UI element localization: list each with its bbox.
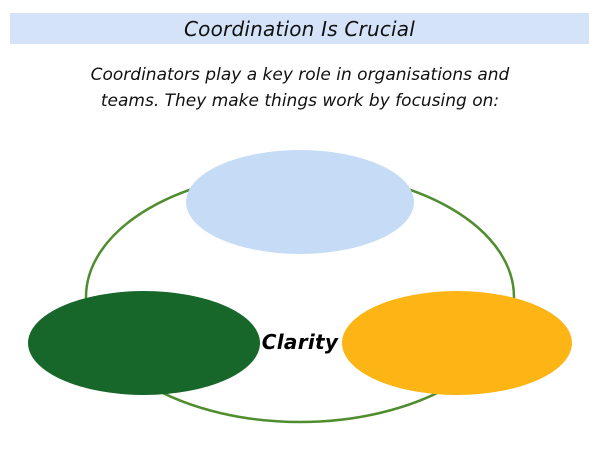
node-ellipse-concrete-results (28, 291, 260, 395)
node-ellipse-coordination (342, 291, 572, 395)
diagram-canvas (28, 150, 572, 424)
page-title: Coordination Is Crucial (183, 16, 416, 41)
node-ellipse-clarity (186, 150, 414, 254)
intro-line-2: teams. They make things work by focusing… (100, 91, 500, 111)
intro-line-1: Coordinators play a key role in organisa… (90, 65, 510, 85)
title-bar: Coordination Is Crucial (10, 13, 589, 44)
diagram: Clarity Concrete Results Coordination (0, 140, 600, 450)
intro-text: Coordinators play a key role in organisa… (0, 62, 600, 114)
